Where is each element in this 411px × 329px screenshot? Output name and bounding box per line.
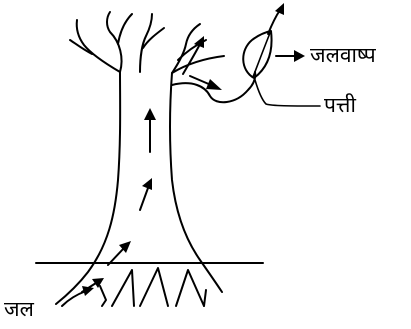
vapour-label: जलवाष्प [310, 43, 377, 67]
leaf-pointer-line [254, 79, 321, 107]
tree-branches [69, 11, 257, 104]
water-entry-arrow [61, 286, 94, 307]
leaf-shape [242, 30, 273, 79]
tree-roots [99, 267, 207, 307]
water-label: जल [4, 297, 35, 321]
water-flow-arrows [81, 36, 222, 293]
tree-trunk [55, 71, 223, 305]
vapour-pointer-arrow [275, 50, 305, 62]
vapour-arrow [267, 3, 284, 35]
leaf-label: पत्ती [324, 93, 356, 117]
